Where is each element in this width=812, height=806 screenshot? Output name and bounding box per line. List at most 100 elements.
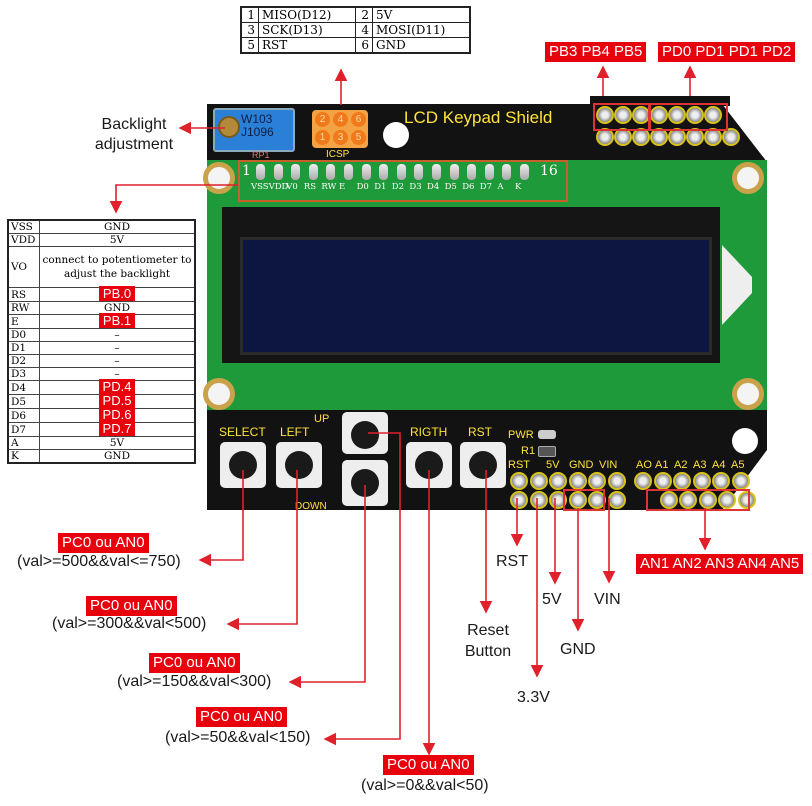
lcd-header-pin (344, 164, 353, 180)
pin-number: 3 (240, 22, 259, 38)
gnd-callout: GND (560, 641, 596, 658)
analog-pin-label: A2 (674, 459, 688, 471)
pd-header-label: PD0 PD1 PD1 PD2 (658, 42, 796, 62)
lcd-pin-name: D7 (7, 422, 40, 437)
down-label: DOWN (295, 501, 327, 512)
lcd-header-pin-label: D6 (462, 182, 475, 192)
analog-pin-label: AO (636, 459, 652, 471)
mounting-hole (732, 378, 764, 410)
header-pin (614, 106, 632, 124)
analog-header-pin (653, 472, 672, 490)
lcd-header-start: 1 (242, 163, 251, 179)
lcd-pin-name: VDD (7, 233, 40, 247)
left-tag: PC0 ou AN0 (86, 596, 177, 616)
analog-header-pin (692, 472, 711, 490)
lcd-pin-name: D6 (7, 408, 40, 423)
right-condition: (val>=0&&val<50) (361, 777, 489, 794)
lcd-header-end: 16 (540, 163, 558, 179)
mcu-pin-badge: PD.5 (98, 393, 136, 408)
analog-header-pin (737, 491, 756, 509)
lcd-header-pin (396, 164, 406, 180)
backlight-line2: adjustment (94, 136, 174, 153)
power-gnd-label: GND (569, 459, 594, 471)
lcd-header-pin (449, 164, 459, 180)
analog-pin-label: A1 (655, 459, 669, 471)
icsp-pin: 5 (351, 130, 366, 145)
reset-button[interactable] (460, 442, 506, 488)
power-header-pin (510, 472, 528, 490)
lcd-pin-connection: GND (39, 219, 196, 234)
header-pin (668, 106, 686, 124)
potentiometer-screw-icon[interactable] (218, 116, 240, 138)
lcd-pin-name: D4 (7, 380, 40, 395)
button-cap[interactable] (469, 451, 497, 479)
lcd-header-pin-label: D7 (479, 182, 493, 192)
gnd-pins-highlight (563, 489, 605, 511)
mcu-pin-badge: PD.6 (98, 407, 136, 422)
lcd-header-pin-label: A (497, 182, 504, 192)
potentiometer[interactable]: W103 J1096 (213, 108, 295, 152)
left-button[interactable] (276, 442, 322, 488)
icsp-pin: 3 (333, 130, 348, 145)
power-header-pin (588, 491, 606, 509)
down-button[interactable] (342, 460, 388, 506)
select-tag: PC0 ou AN0 (58, 533, 149, 553)
mcu-pin-badge: PB.0 (98, 286, 136, 301)
lcd-pin-name: K (7, 449, 40, 464)
right-button[interactable] (406, 442, 452, 488)
lcd-header-pin-label: D1 (374, 182, 387, 192)
rp1-label: RP1 (252, 150, 270, 160)
lcd-header-pin (502, 164, 512, 180)
analog-pin-label: A4 (712, 459, 726, 471)
potentiometer-marking: W103 J1096 (241, 112, 274, 139)
header-pin (704, 106, 722, 124)
table-row: D0– (7, 328, 196, 342)
analog-pin-label: A5 (731, 459, 745, 471)
3v3-callout: 3.3V (517, 689, 550, 706)
pin-number: 1 (240, 6, 259, 23)
board-title: LCD Keypad Shield (404, 108, 553, 127)
button-cap[interactable] (229, 451, 257, 479)
power-header-pin (588, 472, 606, 490)
lcd-pin-name: E (7, 314, 40, 329)
header-pin (650, 106, 668, 124)
lcd-screen (240, 237, 712, 355)
rst-label: RST (468, 425, 492, 439)
select-button[interactable] (220, 442, 266, 488)
select-condition: (val>=500&&val<=750) (17, 553, 181, 570)
5v-callout: 5V (542, 591, 562, 608)
analog-header-pin (698, 491, 717, 509)
lcd-pin-name: D5 (7, 394, 40, 409)
rst-callout: RST (496, 553, 528, 570)
power-header-pin (568, 472, 587, 490)
lcd-pin-name: VO (7, 246, 40, 288)
button-cap[interactable] (415, 451, 443, 479)
analog-pins-highlight (646, 489, 750, 511)
board-top-header-area (590, 96, 730, 106)
board-hole (732, 428, 758, 454)
power-header-pin (607, 491, 626, 509)
lcd-pin-name: D2 (7, 354, 40, 368)
lcd-header-pin (414, 164, 424, 180)
up-button[interactable] (342, 412, 388, 454)
up-label: UP (314, 413, 330, 425)
lcd-header-pin (467, 164, 477, 180)
mounting-hole (203, 162, 235, 194)
pin-function: RST (258, 37, 356, 54)
button-cap[interactable] (351, 469, 379, 497)
lcd-header-pin-label: VDD (268, 182, 289, 192)
power-header-pin (607, 472, 626, 490)
pb-pins-highlight (593, 103, 651, 131)
backlight-line1: Backlight (101, 116, 167, 133)
down-tag: PC0 ou AN0 (149, 653, 240, 673)
icsp-label: ICSP (326, 149, 350, 160)
button-cap[interactable] (285, 451, 313, 479)
header-pin (596, 106, 614, 124)
analog-header-pin (679, 491, 697, 509)
analog-header-pin (718, 491, 736, 509)
mcu-pin-badge: PD.4 (98, 379, 136, 394)
button-cap[interactable] (351, 421, 379, 449)
vin-callout: VIN (594, 591, 621, 608)
